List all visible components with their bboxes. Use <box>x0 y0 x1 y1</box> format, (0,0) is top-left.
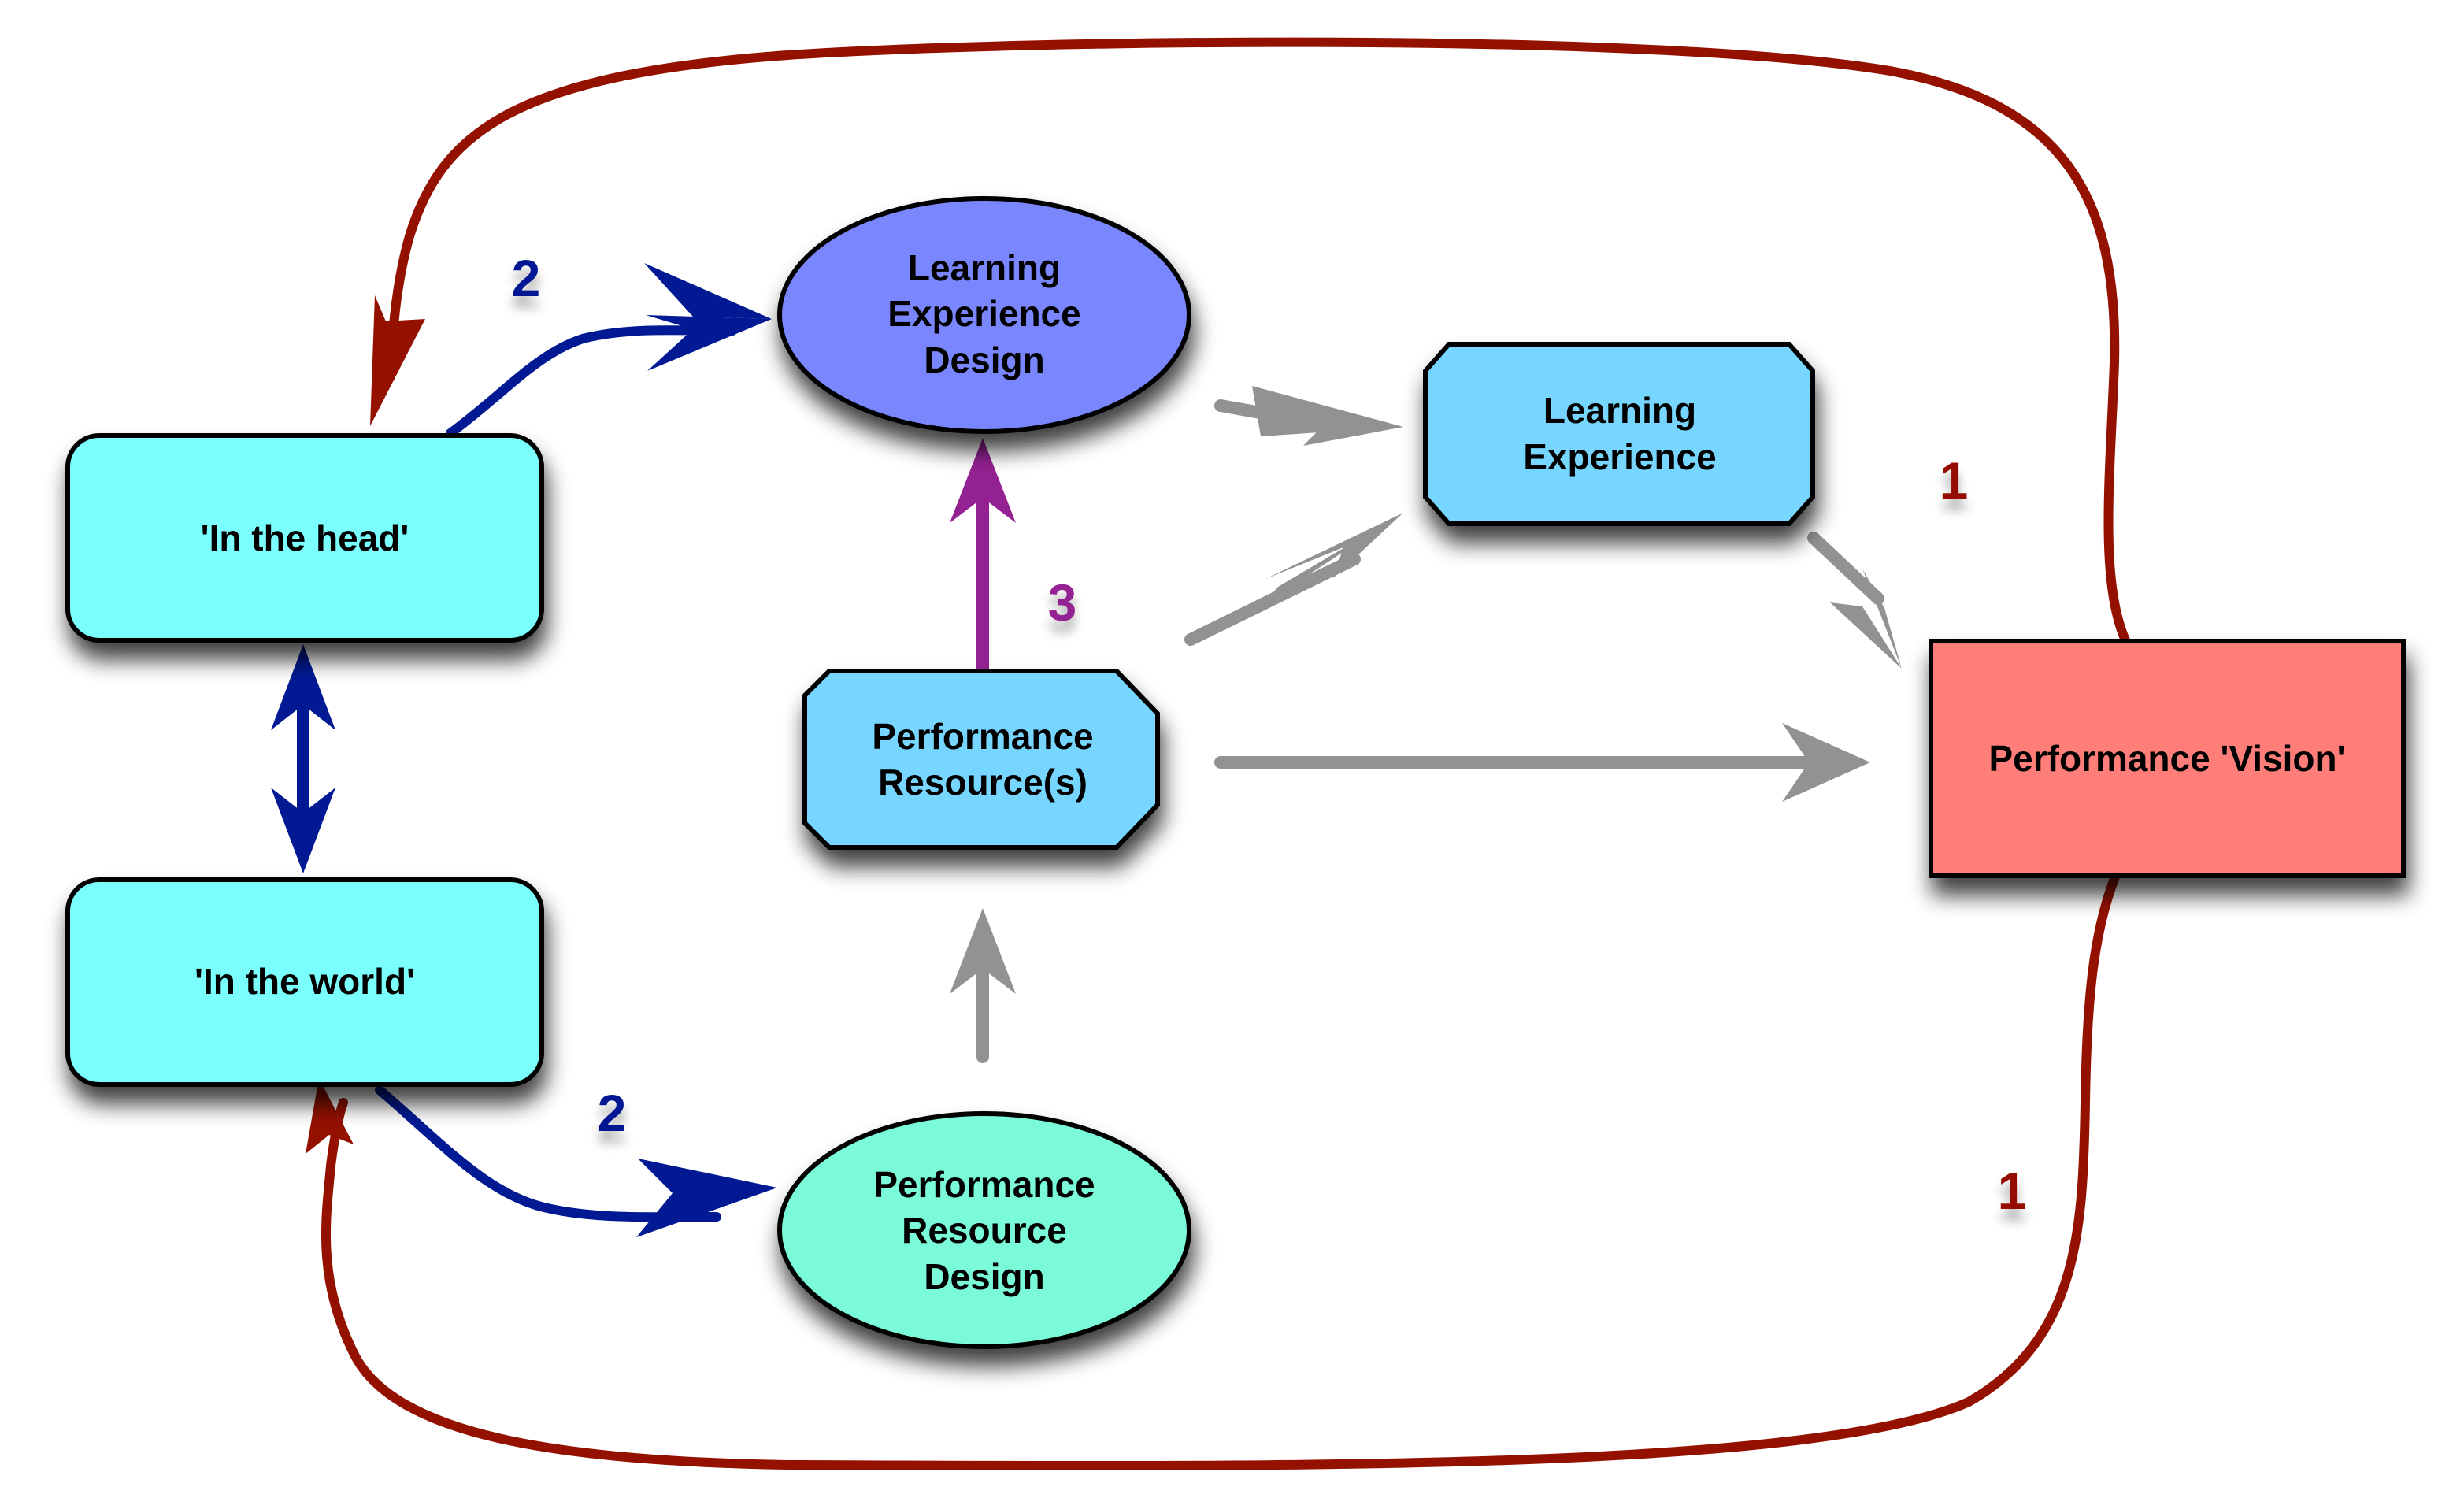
step-label-2-bottom: 2 <box>598 1084 627 1142</box>
arrowhead-up-in-head <box>271 644 335 730</box>
step-label-1-top: 1 <box>1940 451 1969 510</box>
step-label-3: 3 <box>1048 573 1077 632</box>
prd-label-line-1: Performance <box>873 1164 1095 1205</box>
pr-label-line-1: Performance <box>872 716 1093 757</box>
vision-label: Performance 'Vision' <box>1988 738 2345 779</box>
led-label-line-3: Design <box>924 339 1044 380</box>
arrowhead-in-head-to-led-b <box>646 315 772 371</box>
in-head-label: 'In the head' <box>201 517 409 558</box>
vision-box <box>1929 639 2406 878</box>
prd-ellipse <box>777 1111 1191 1349</box>
node-learning-experience[interactable]: Learning Experience <box>1423 342 1815 526</box>
arrowhead-le-to-vision-b <box>1830 602 1902 669</box>
arrowhead-in-head-to-led <box>644 263 772 319</box>
edge-pr-to-le <box>1184 553 1361 646</box>
prd-label-line-3: Design <box>924 1256 1044 1297</box>
step-label-2-top: 2 <box>512 249 541 307</box>
edge-in-head-to-led <box>446 325 737 438</box>
led-label-line-2: Experience <box>887 293 1080 334</box>
node-performance-resource-design[interactable]: Performance Resource Design <box>777 1111 1191 1349</box>
arrowhead-pr-to-vision <box>1782 723 1870 802</box>
prd-label-line-2: Resource <box>902 1210 1067 1251</box>
arrowhead-pr-to-led <box>950 438 1016 523</box>
arrowhead-le-to-vision <box>1862 569 1902 669</box>
le-octagon <box>1423 342 1815 526</box>
pr-octagon <box>802 669 1160 850</box>
arrowhead-vision-to-in-world <box>306 1078 354 1154</box>
node-in-the-head[interactable]: 'In the head' <box>65 433 544 643</box>
arrowhead-down-in-world <box>271 788 335 873</box>
arrowhead-in-world-to-prd <box>636 1159 777 1237</box>
node-performance-vision[interactable]: Performance 'Vision' <box>1929 639 2406 878</box>
edges <box>271 37 2131 1471</box>
in-world-box <box>65 877 544 1087</box>
edge-le-to-vision <box>1807 532 1884 605</box>
node-performance-resources[interactable]: Performance Resource(s) <box>802 669 1160 850</box>
le-label-line-2: Experience <box>1523 436 1716 477</box>
arrowhead-led-to-le-b <box>1303 410 1403 446</box>
edge-vision-to-in-head <box>385 37 2131 647</box>
edge-in-world-to-prd <box>375 1085 721 1222</box>
pr-label-line-2: Resource(s) <box>878 762 1087 803</box>
le-label-line-1: Learning <box>1543 390 1696 431</box>
node-in-the-world[interactable]: 'In the world' <box>65 877 544 1087</box>
in-world-label: 'In the world' <box>195 961 415 1002</box>
step-label-1-bottom: 1 <box>1998 1162 2027 1220</box>
arrowhead-vision-to-in-head <box>370 295 425 426</box>
arrowhead-pr-to-le-b <box>1265 513 1403 579</box>
arrowhead-prd-to-pr <box>950 908 1016 994</box>
led-label-line-1: Learning <box>908 247 1061 288</box>
in-head-box <box>65 433 544 643</box>
node-learning-experience-design[interactable]: Learning Experience Design <box>777 196 1191 434</box>
edge-vision-to-in-world <box>321 872 2120 1471</box>
led-ellipse <box>777 196 1191 434</box>
